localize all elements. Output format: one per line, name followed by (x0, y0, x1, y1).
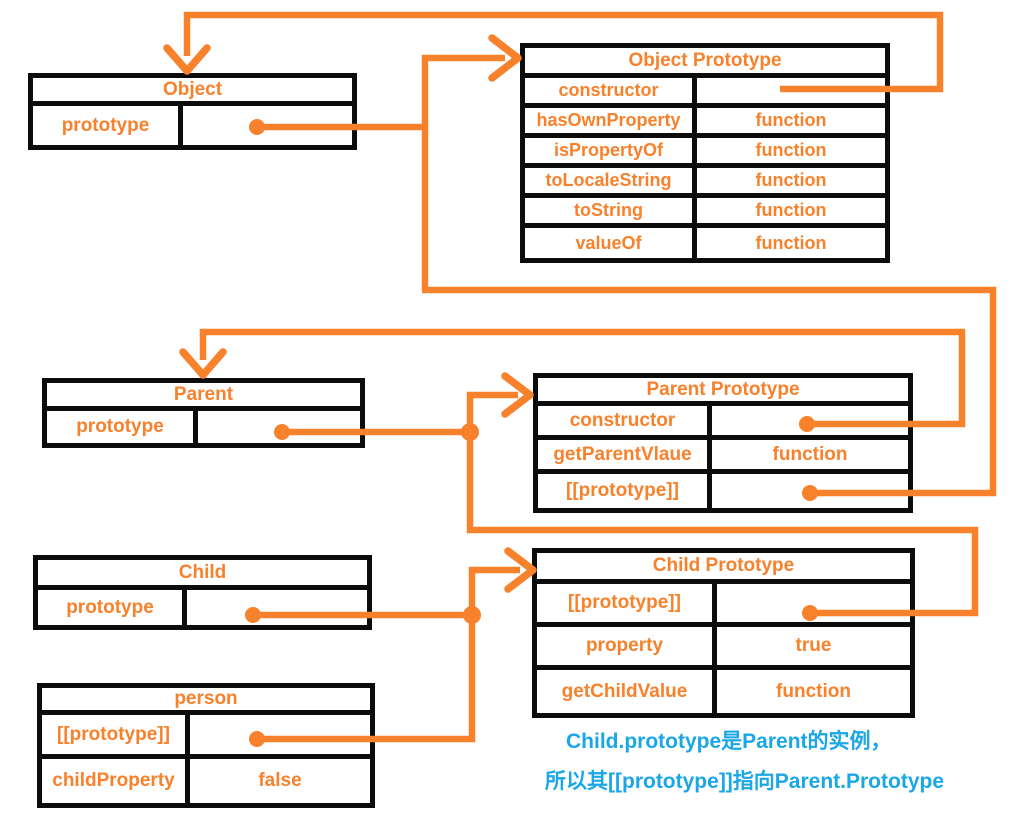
row-key: childProperty (42, 759, 190, 803)
table-row: isPropertyOf function (525, 138, 885, 168)
row-key: [[prototype]] (42, 715, 190, 754)
row-key: toString (525, 198, 697, 223)
row-key: getParentVlaue (538, 440, 712, 469)
row-value (190, 715, 370, 754)
row-key: toLocaleString (525, 168, 697, 193)
row-key: valueOf (525, 228, 697, 258)
row-value (697, 78, 885, 103)
arrow-right-icon (488, 34, 522, 82)
table-row: getChildValue function (537, 670, 910, 713)
row-key: hasOwnProperty (525, 108, 697, 133)
child-prototype-table-title: Child Prototype (537, 553, 910, 584)
table-row: property true (537, 627, 910, 670)
table-row: getParentVlaue function (538, 440, 908, 474)
junction-dot (463, 606, 481, 624)
row-value: function (755, 170, 827, 190)
row-value (187, 590, 367, 625)
table-row: prototype (47, 411, 360, 443)
row-key: getChildValue (537, 670, 717, 713)
table-row: constructor (525, 78, 885, 108)
row-value (717, 584, 910, 622)
table-row: prototype (33, 106, 352, 145)
table-row: toString function (525, 198, 885, 228)
table-row: childProperty false (42, 759, 370, 803)
row-value: function (755, 232, 827, 253)
annotation-line-1: Child.prototype是Parent的实例， (566, 730, 892, 753)
parent-prototype-table-title: Parent Prototype (538, 378, 908, 406)
table-row: hasOwnProperty function (525, 108, 885, 138)
row-key: constructor (525, 78, 697, 103)
object-table-title: Object (33, 78, 352, 106)
parent-table: Parent prototype (42, 378, 365, 448)
child-table-title: Child (38, 560, 367, 590)
junction-dot (461, 423, 479, 441)
parent-table-title: Parent (47, 383, 360, 411)
table-row: [[prototype]] (538, 474, 908, 508)
row-value (183, 106, 352, 145)
row-value: function (772, 443, 848, 465)
row-value: false (258, 770, 302, 791)
row-value: function (755, 140, 827, 160)
row-key: prototype (38, 590, 187, 625)
row-key: [[prototype]] (538, 474, 712, 508)
arrow-right-icon (504, 547, 537, 593)
row-value: function (755, 200, 827, 220)
table-row: prototype (38, 590, 367, 625)
row-key: prototype (47, 411, 198, 443)
row-key: prototype (33, 106, 183, 145)
child-prototype-table: Child Prototype [[prototype]] property t… (532, 548, 915, 718)
row-key: isPropertyOf (525, 138, 697, 163)
row-value (198, 411, 360, 443)
parent-prototype-table: Parent Prototype constructor getParentVl… (533, 373, 913, 513)
person-table: person [[prototype]] childProperty false (37, 683, 375, 808)
person-table-title: person (42, 688, 370, 715)
arrow-down-icon (179, 348, 227, 379)
row-value: function (755, 110, 827, 130)
annotation-line-2: 所以其[[prototype]]指向Parent.Prototype (545, 770, 944, 793)
row-key: [[prototype]] (537, 584, 717, 622)
row-key: property (537, 627, 717, 665)
row-value (712, 474, 908, 508)
child-table: Child prototype (33, 555, 372, 630)
table-row: [[prototype]] (42, 715, 370, 759)
spine-to-object-prototype-line (421, 54, 505, 290)
table-row: valueOf function (525, 228, 885, 258)
object-prototype-table-title: Object Prototype (525, 48, 885, 78)
row-key: constructor (538, 406, 712, 435)
row-value: true (795, 635, 832, 656)
row-value: function (776, 680, 851, 702)
row-value (712, 406, 908, 435)
arrow-down-icon (163, 44, 211, 75)
object-table: Object prototype (28, 73, 357, 150)
arrow-right-icon (501, 372, 534, 418)
object-prototype-table: Object Prototype constructor hasOwnPrope… (520, 43, 890, 263)
table-row: toLocaleString function (525, 168, 885, 198)
table-row: [[prototype]] (537, 584, 910, 627)
table-row: constructor (538, 406, 908, 440)
